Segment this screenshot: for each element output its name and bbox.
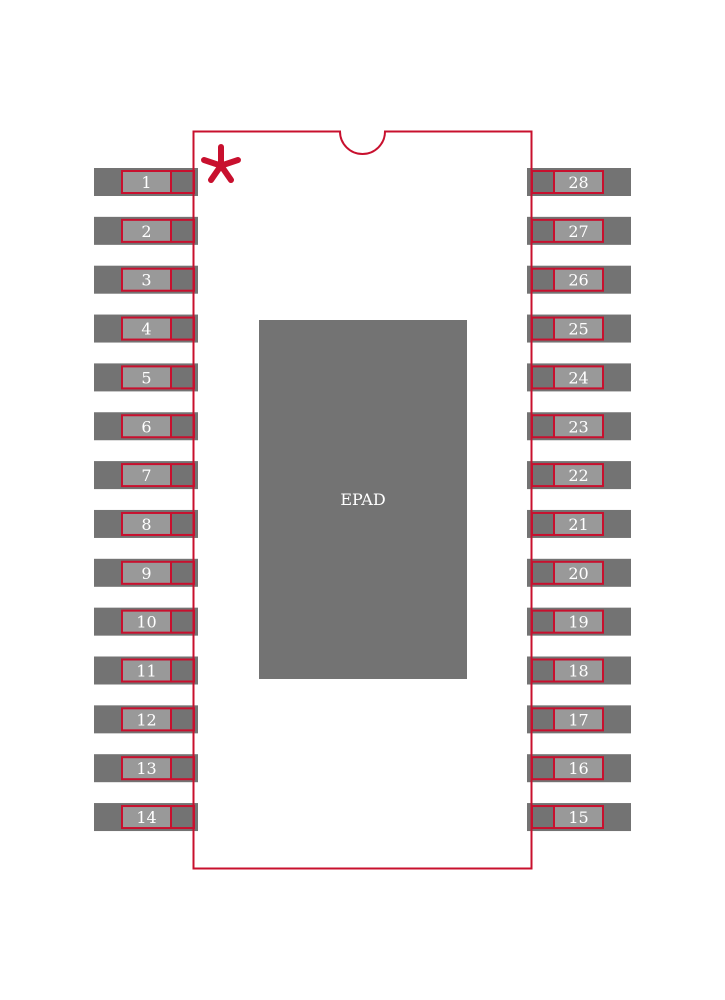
pad-inner	[122, 561, 171, 584]
pin-number: 14	[136, 808, 156, 827]
pin-number: 10	[136, 613, 156, 632]
pin-number: 2	[141, 222, 151, 241]
pin-number: 7	[141, 466, 151, 485]
pad-5: 5	[94, 363, 198, 392]
pad-14: 14	[94, 803, 198, 832]
pad-inner	[554, 806, 603, 829]
pad-inner	[122, 366, 171, 389]
pad-4: 4	[94, 314, 198, 343]
pad-19: 19	[527, 607, 631, 636]
pad-18: 18	[527, 656, 631, 685]
pin-number: 21	[568, 515, 588, 534]
pin-number: 5	[141, 368, 151, 387]
pad-26: 26	[527, 265, 631, 294]
pad-3: 3	[94, 265, 198, 294]
pad-8: 8	[94, 509, 198, 538]
pin-number: 26	[568, 271, 588, 290]
pad-inner	[554, 512, 603, 535]
pad-inner	[122, 219, 171, 242]
pad-inner	[122, 415, 171, 438]
pad-12: 12	[94, 705, 198, 734]
pin-number: 4	[141, 320, 151, 339]
pad-inner	[554, 415, 603, 438]
pad-inner	[122, 317, 171, 340]
pad-22: 22	[527, 461, 631, 490]
pad-20: 20	[527, 558, 631, 587]
pad-2: 2	[94, 216, 198, 245]
pad-6: 6	[94, 412, 198, 441]
package-outline	[192, 130, 533, 870]
pad-21: 21	[527, 509, 631, 538]
pad-inner	[554, 219, 603, 242]
pin-number: 15	[568, 808, 588, 827]
pad-inner	[122, 757, 171, 780]
pin-number: 22	[568, 466, 588, 485]
pad-inner	[554, 268, 603, 291]
pin-number: 3	[141, 271, 151, 290]
pin-number: 24	[568, 368, 588, 387]
pin-number: 16	[568, 759, 588, 778]
pad-inner	[122, 708, 171, 731]
pad-11: 11	[94, 656, 198, 685]
pad-10: 10	[94, 607, 198, 636]
pad-17: 17	[527, 705, 631, 734]
pad-inner	[122, 659, 171, 682]
exposed-pad	[259, 320, 467, 679]
pad-inner	[122, 171, 171, 193]
pad-inner	[554, 317, 603, 340]
pad-inner	[554, 757, 603, 780]
pad-inner	[122, 464, 171, 487]
pin-number: 27	[568, 222, 588, 241]
pad-27: 27	[527, 216, 631, 245]
pad-inner	[122, 268, 171, 291]
pin-number: 13	[136, 759, 156, 778]
pad-inner	[122, 806, 171, 829]
pad-15: 15	[527, 803, 631, 832]
pin-number: 1	[141, 173, 151, 192]
pad-inner	[554, 366, 603, 389]
pin-number: 6	[141, 417, 151, 436]
pin1-asterisk-icon	[201, 144, 241, 183]
pad-23: 23	[527, 412, 631, 441]
pad-7: 7	[94, 461, 198, 490]
pin-number: 23	[568, 417, 588, 436]
pin-number: 18	[568, 662, 588, 681]
pad-24: 24	[527, 363, 631, 392]
pin-number: 8	[141, 515, 151, 534]
pad-25: 25	[527, 314, 631, 343]
pad-inner	[122, 512, 171, 535]
pad-28: 28	[527, 168, 631, 196]
pin-number: 12	[136, 710, 156, 729]
pad-9: 9	[94, 558, 198, 587]
pin-number: 25	[568, 320, 588, 339]
pin-number: 17	[568, 710, 588, 729]
pin-number: 20	[568, 564, 588, 583]
pad-16: 16	[527, 754, 631, 783]
pin-number: 28	[568, 173, 588, 192]
pad-inner	[554, 708, 603, 731]
pad-13: 13	[94, 754, 198, 783]
pad-inner	[554, 561, 603, 584]
pad-1: 1	[94, 168, 198, 196]
pad-inner	[122, 610, 171, 633]
pad-inner	[554, 610, 603, 633]
epad-label: EPAD	[340, 490, 385, 509]
pin-number: 9	[141, 564, 151, 583]
pin-number: 11	[136, 662, 156, 681]
pad-inner	[554, 171, 603, 193]
pad-inner	[554, 659, 603, 682]
pad-inner	[554, 464, 603, 487]
pin-number: 19	[568, 613, 588, 632]
